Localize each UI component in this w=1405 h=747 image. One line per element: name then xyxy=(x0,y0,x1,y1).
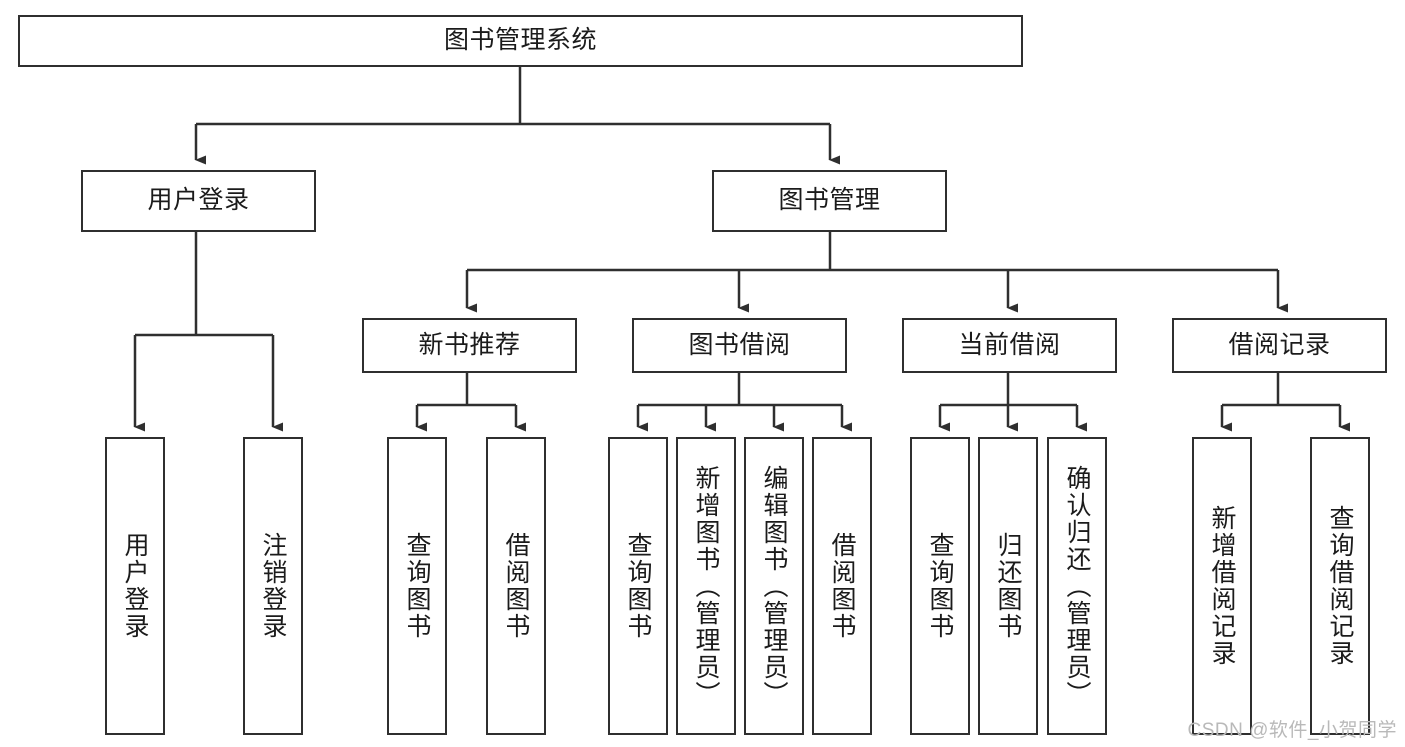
node-leaf-confirm-return-label: 确认归还（管理员） xyxy=(1063,464,1091,708)
node-leaf-return-book[interactable]: 归还图书 xyxy=(978,437,1038,735)
node-leaf-confirm-return[interactable]: 确认归还（管理员） xyxy=(1047,437,1107,735)
node-leaf-borrow-book-2-label: 借阅图书 xyxy=(828,532,856,640)
node-new-book-rec-label: 新书推荐 xyxy=(418,330,521,359)
node-book-borrow[interactable]: 图书借阅 xyxy=(632,318,847,373)
node-leaf-query-record[interactable]: 查询借阅记录 xyxy=(1310,437,1370,735)
node-leaf-logout[interactable]: 注销登录 xyxy=(243,437,303,735)
node-leaf-logout-label: 注销登录 xyxy=(259,532,287,640)
node-leaf-add-record[interactable]: 新增借阅记录 xyxy=(1192,437,1252,735)
node-leaf-query-record-label: 查询借阅记录 xyxy=(1326,505,1354,667)
node-leaf-user-login[interactable]: 用户登录 xyxy=(105,437,165,735)
node-leaf-query-book-1-label: 查询图书 xyxy=(403,532,431,640)
node-leaf-borrow-book-2[interactable]: 借阅图书 xyxy=(812,437,872,735)
node-leaf-return-book-label: 归还图书 xyxy=(994,532,1022,640)
watermark-text: CSDN @软件_小贺同学 xyxy=(1187,720,1397,741)
node-leaf-borrow-book-1-label: 借阅图书 xyxy=(502,532,530,640)
node-borrow-record[interactable]: 借阅记录 xyxy=(1172,318,1387,373)
node-current-borrow-label: 当前借阅 xyxy=(958,330,1061,359)
node-book-manage-label: 图书管理 xyxy=(778,186,881,215)
node-leaf-edit-book[interactable]: 编辑图书（管理员） xyxy=(744,437,804,735)
node-leaf-user-login-label: 用户登录 xyxy=(121,532,149,640)
node-leaf-borrow-book-1[interactable]: 借阅图书 xyxy=(486,437,546,735)
node-book-borrow-label: 图书借阅 xyxy=(688,330,791,359)
node-book-manage[interactable]: 图书管理 xyxy=(712,170,947,232)
node-current-borrow[interactable]: 当前借阅 xyxy=(902,318,1117,373)
node-new-book-rec[interactable]: 新书推荐 xyxy=(362,318,577,373)
node-leaf-query-book-1[interactable]: 查询图书 xyxy=(387,437,447,735)
node-borrow-record-label: 借阅记录 xyxy=(1228,330,1331,359)
node-leaf-add-book[interactable]: 新增图书（管理员） xyxy=(676,437,736,735)
node-root[interactable]: 图书管理系统 xyxy=(18,15,1023,67)
node-leaf-add-book-label: 新增图书（管理员） xyxy=(692,464,720,708)
node-leaf-query-book-2[interactable]: 查询图书 xyxy=(608,437,668,735)
node-leaf-query-book-3[interactable]: 查询图书 xyxy=(910,437,970,735)
node-root-label: 图书管理系统 xyxy=(443,26,597,55)
node-user-login-label: 用户登录 xyxy=(147,186,250,215)
node-leaf-query-book-3-label: 查询图书 xyxy=(926,532,954,640)
node-leaf-edit-book-label: 编辑图书（管理员） xyxy=(760,464,788,708)
node-user-login[interactable]: 用户登录 xyxy=(81,170,316,232)
node-leaf-add-record-label: 新增借阅记录 xyxy=(1208,505,1236,667)
node-leaf-query-book-2-label: 查询图书 xyxy=(624,532,652,640)
